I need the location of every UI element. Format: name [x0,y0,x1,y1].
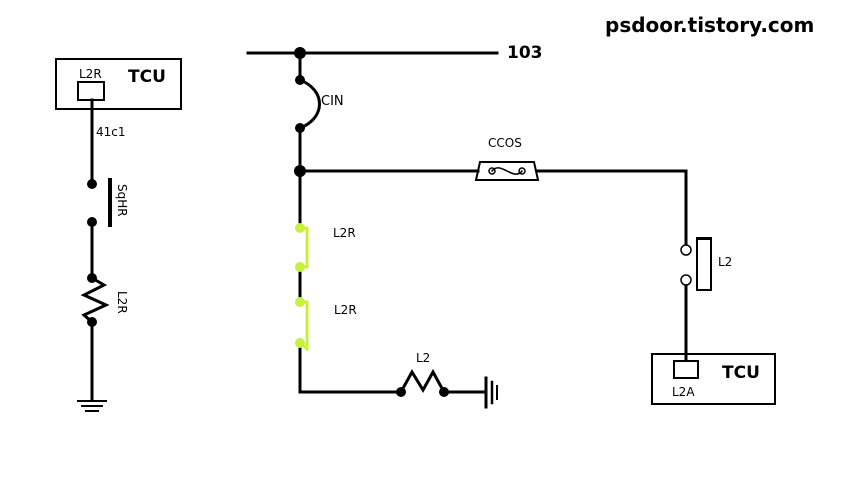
right-switch-terminals [680,244,692,286]
left-switch-label: SqHR [115,184,129,217]
ccos-label: CCOS [488,136,522,150]
contact-dots [295,223,305,348]
ccos-fuse-icon [474,161,540,181]
left-tcu-coil-box [77,81,105,101]
left-resistor-label: L2R [115,291,129,314]
left-resistor-l2r [80,275,110,325]
bus-label: 103 [507,43,543,63]
contact2-label: L2R [334,303,357,317]
left-tcu-label: TCU [128,67,166,87]
left-ground-icon [77,400,107,412]
contact-l2r-1 [298,226,309,269]
right-switch-l2 [696,238,712,291]
contact1-label: L2R [333,226,356,240]
main-ground-icon [484,376,498,409]
site-label: psdoor.tistory.com [605,13,814,37]
main-resistor-l2 [398,368,447,395]
cin-label: CIN [321,94,344,109]
right-coil-label: L2A [672,385,695,399]
junction-dots [87,47,449,397]
left-coil-label: L2R [79,67,102,81]
right-switch-label: L2 [718,255,732,269]
right-tcu-box [651,353,776,405]
left-tcu-box [55,58,182,110]
right-tcu-coil-box [673,360,699,379]
right-tcu-label: TCU [722,363,760,383]
cin-contact [298,78,321,130]
main-resistor-label: L2 [416,351,430,365]
left-wire-label: 41c1 [96,125,126,139]
